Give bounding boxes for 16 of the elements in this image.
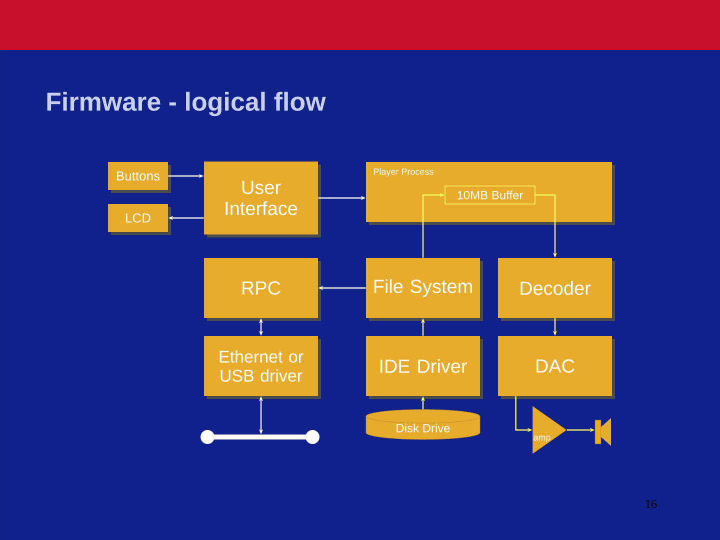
process-box: User Interface (204, 162, 321, 238)
process-box: IDE Driver (366, 336, 483, 399)
process-box: RPC (204, 258, 321, 321)
speaker-drawing (594, 418, 611, 446)
disk-cylinder: Disk Drive (366, 409, 480, 440)
process-box: Decoder (498, 258, 615, 321)
process-box: LCD (108, 204, 171, 235)
bus-line (200, 430, 320, 444)
process-box: File System (366, 258, 483, 321)
amplifier-triangle: amp (532, 406, 567, 454)
process-box: DAC (498, 336, 615, 399)
process-box: Buttons (108, 162, 171, 193)
process-box: Ethernet or USB driver (204, 336, 321, 399)
buffer-box: 10MB Buffer (444, 186, 536, 204)
page-number: 16 (646, 500, 657, 508)
slide-title: Firmware - logical flow (47, 92, 326, 116)
